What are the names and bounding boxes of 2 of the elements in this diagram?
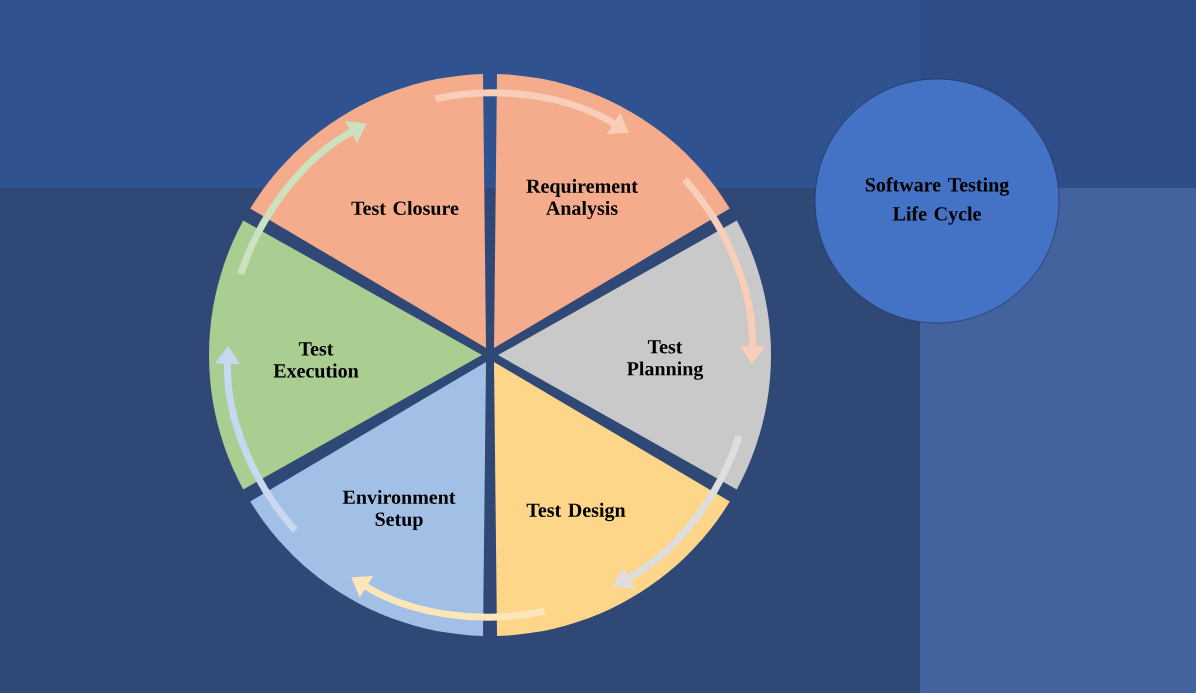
cycle-segment: Test Planning (498, 220, 771, 490)
cycle-segment: Test Execution (209, 220, 482, 490)
